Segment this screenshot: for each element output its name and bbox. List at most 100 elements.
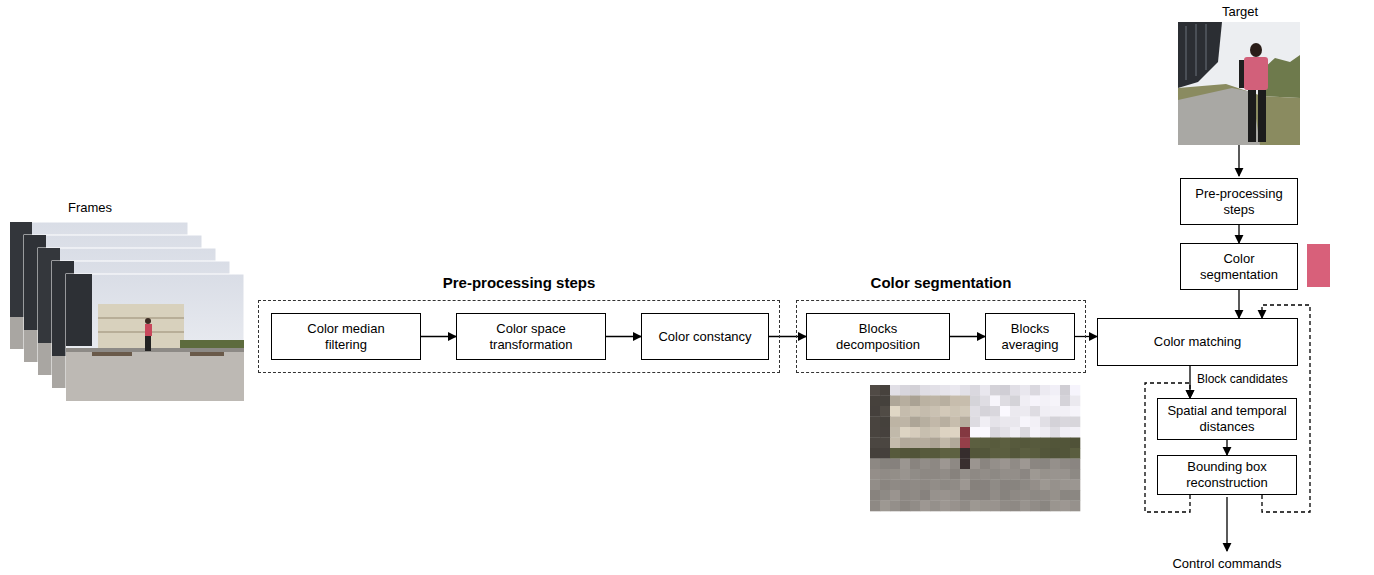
- pixel-block: [930, 417, 940, 428]
- pixel-block: [950, 406, 960, 417]
- pixel-block: [950, 469, 960, 480]
- pixel-block: [950, 490, 960, 501]
- pixel-block: [1020, 385, 1030, 396]
- pixel-block: [960, 469, 970, 480]
- target-road: [1178, 88, 1260, 145]
- pixel-block: [900, 469, 910, 480]
- pixel-block: [1010, 480, 1020, 491]
- pixel-block: [1030, 469, 1040, 480]
- pixel-block: [1010, 427, 1020, 438]
- pixel-block: [960, 459, 970, 470]
- person-head: [145, 318, 151, 324]
- pixel-block: [900, 438, 910, 449]
- pixel-block: [960, 490, 970, 501]
- pixel-block: [970, 448, 980, 459]
- pixel-block: [1030, 448, 1040, 459]
- pixel-block: [1030, 490, 1040, 501]
- pixel-block: [1050, 469, 1060, 480]
- flow-arrow: [606, 336, 641, 337]
- pixel-block: [890, 427, 900, 438]
- frame-sky: [66, 274, 244, 401]
- pixel-block: [970, 438, 980, 449]
- pixel-block: [870, 490, 880, 501]
- pixel-block: [870, 469, 880, 480]
- pixel-block: [1020, 501, 1030, 512]
- pixel-block: [920, 459, 930, 470]
- pixel-block: [900, 490, 910, 501]
- pixel-block: [940, 385, 950, 396]
- pixel-block: [910, 427, 920, 438]
- pixel-block: [890, 385, 900, 396]
- pixel-block: [900, 501, 910, 512]
- pixel-block: [890, 396, 900, 407]
- pixel-block: [1060, 459, 1070, 470]
- pixel-block: [1020, 417, 1030, 428]
- pixel-block: [1020, 469, 1030, 480]
- pixel-block: [920, 427, 930, 438]
- pixel-block: [920, 438, 930, 449]
- pixel-block: [900, 448, 910, 459]
- pixel-block: [870, 385, 880, 396]
- pixel-block: [1060, 469, 1070, 480]
- group-title: Pre-processing steps: [229, 274, 809, 291]
- pixel-block: [900, 427, 910, 438]
- pixel-block: [1040, 448, 1050, 459]
- pixel-block: [930, 480, 940, 491]
- pixel-block: [1040, 490, 1050, 501]
- pixel-block: [1070, 469, 1080, 480]
- pixel-block: [950, 501, 960, 512]
- pixel-block: [1040, 469, 1050, 480]
- pixel-block: [1040, 501, 1050, 512]
- pixel-block: [910, 459, 920, 470]
- pixel-block: [980, 427, 990, 438]
- pixel-block: [950, 480, 960, 491]
- pixel-block: [1040, 385, 1050, 396]
- target-image: [1178, 22, 1300, 145]
- pixel-block: [970, 469, 980, 480]
- pixel-block: [870, 396, 880, 407]
- pixel-block: [1010, 448, 1020, 459]
- pixel-block: [900, 459, 910, 470]
- pixel-block: [1020, 406, 1030, 417]
- pixel-block: [1060, 427, 1070, 438]
- frames-caption: Frames: [68, 200, 112, 215]
- person-arm: [1239, 60, 1244, 88]
- pixel-block: [1060, 396, 1070, 407]
- pixel-block: [1070, 385, 1080, 396]
- pixel-block: [1040, 480, 1050, 491]
- process-box: Blocks decomposition: [806, 313, 950, 360]
- pixel-block: [1050, 427, 1060, 438]
- pixel-block: [940, 459, 950, 470]
- pixel-block: [980, 448, 990, 459]
- pixel-block: [880, 480, 890, 491]
- pixel-block: [1030, 438, 1040, 449]
- pixel-block: [1000, 438, 1010, 449]
- pixel-block: [910, 469, 920, 480]
- pixel-block: [1020, 480, 1030, 491]
- pixel-block: [1020, 438, 1030, 449]
- pixel-block: [930, 448, 940, 459]
- pixel-block: [910, 417, 920, 428]
- pixel-block: [880, 385, 890, 396]
- pixel-block: [930, 490, 940, 501]
- pixel-block: [1010, 490, 1020, 501]
- pixel-block: [990, 469, 1000, 480]
- pixel-block: [1000, 448, 1010, 459]
- pixel-block: [890, 406, 900, 417]
- pixel-block: [920, 469, 930, 480]
- pixel-block: [880, 469, 890, 480]
- pixel-block: [970, 396, 980, 407]
- pixel-block: [970, 417, 980, 428]
- pixel-block: [1050, 448, 1060, 459]
- flow-arrow: [1238, 290, 1239, 318]
- pixel-block: [920, 501, 930, 512]
- pixel-block: [980, 459, 990, 470]
- pixel-block: [870, 406, 880, 417]
- pixel-block: [870, 448, 880, 459]
- pixel-block: [960, 427, 970, 438]
- pixel-block: [930, 469, 940, 480]
- pixel-block: [880, 396, 890, 407]
- process-box: Color space transformation: [456, 313, 606, 360]
- pixel-block: [1020, 396, 1030, 407]
